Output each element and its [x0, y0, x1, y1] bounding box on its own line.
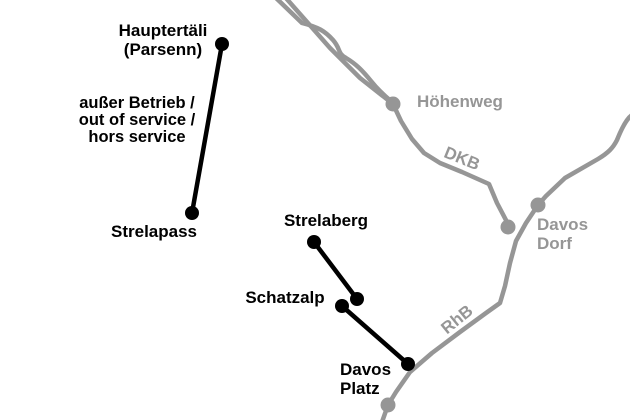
rhb-line — [380, 113, 630, 420]
strelaberg-line — [311, 239, 360, 302]
strelaberg-lower-dot — [350, 292, 364, 306]
out-of-service-note-fr: hors service — [88, 128, 186, 146]
davos-platz-label-line1: Davos — [340, 360, 392, 379]
davos-dorf-label-line2: Dorf — [537, 234, 572, 253]
dkb-terminus-dot — [500, 219, 516, 235]
davos-platz-label: Davos Platz — [340, 360, 391, 398]
hauptertali-label-line1: Hauptertäli — [118, 21, 208, 40]
davos-platz-rhb-station-dot — [380, 397, 396, 413]
hohenweg-station-dot — [385, 96, 401, 112]
out-of-service-note-en: out of service / — [78, 111, 196, 129]
davos-dorf-label: Davos Dorf — [537, 215, 588, 253]
davos-platz-dot — [401, 357, 415, 371]
hauptertali-strelapass-line — [189, 41, 225, 216]
strelaberg-label: Strelaberg — [283, 211, 369, 230]
schatzalp-label: Schatzalp — [245, 288, 325, 307]
strelapass-label: Strelapass — [111, 222, 197, 241]
parsenn-dkb-line — [284, 0, 511, 227]
davos-platz-label-line2: Platz — [340, 379, 380, 398]
out-of-service-note-de: außer Betrieb / — [79, 94, 195, 112]
hauptertali-label-line2: (Parsenn) — [123, 40, 203, 59]
strelapass-dot — [185, 206, 199, 220]
davos-dorf-label-line1: Davos — [537, 215, 589, 234]
schatzalp-dot — [335, 299, 349, 313]
strelaberg-dot — [307, 235, 321, 249]
davos-dorf-station-dot — [530, 197, 546, 213]
schatzalp-line — [339, 303, 411, 367]
hohenweg-trail-line — [274, 0, 395, 105]
hauptertali-label: Hauptertäli (Parsenn) — [78, 21, 248, 59]
hauptertali-dot — [215, 37, 229, 51]
out-of-service-note: außer Betrieb / out of service / hors se… — [36, 95, 238, 146]
hohenweg-label: Höhenweg — [417, 92, 503, 111]
